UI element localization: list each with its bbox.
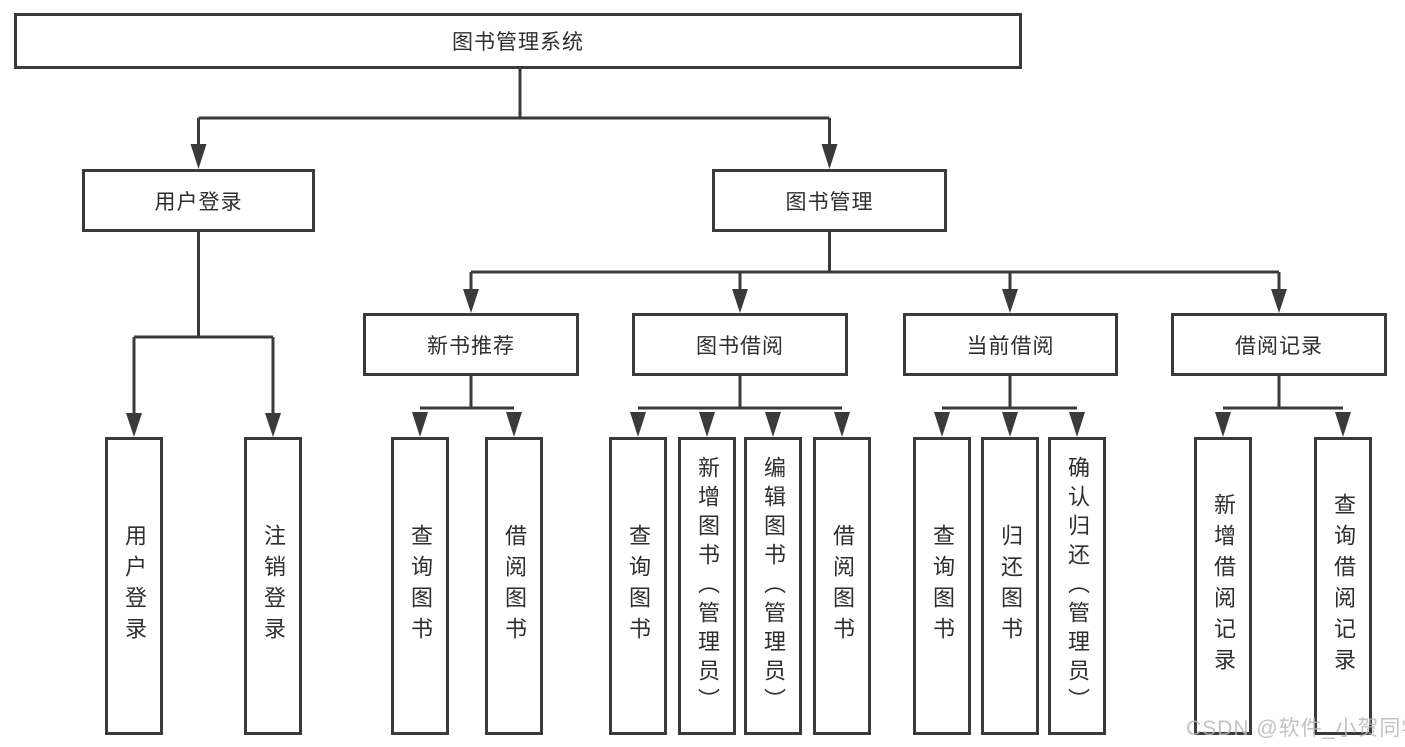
- leaf-query-book-recommend: 查询图书: [391, 437, 449, 735]
- node-label: 图书管理: [785, 190, 874, 214]
- node-label: 当前借阅: [966, 334, 1055, 358]
- leaf-return-book: 归还图书: [981, 437, 1039, 735]
- node-label: 查询图书: [408, 524, 433, 648]
- node-current-borrowing: 当前借阅: [903, 313, 1118, 376]
- node-label: 新书推荐: [427, 334, 515, 358]
- node-new-book-recommend: 新书推荐: [363, 313, 579, 376]
- leaf-query-book-borrowing: 查询图书: [609, 437, 667, 735]
- leaf-query-borrow-record: 查询借阅记录: [1314, 437, 1372, 735]
- node-label: 借阅记录: [1235, 334, 1323, 358]
- node-label: 图书借阅: [696, 334, 784, 358]
- node-label: 图书管理系统: [452, 31, 584, 54]
- leaf-confirm-return-admin: 确认归还（管理员）: [1048, 437, 1106, 735]
- node-label: 查询图书: [626, 524, 651, 648]
- leaf-borrow-book: 借阅图书: [813, 437, 871, 735]
- node-label: 借阅图书: [502, 524, 527, 648]
- leaf-add-book-admin: 新增图书（管理员）: [678, 437, 736, 735]
- leaf-borrow-book-recommend: 借阅图书: [485, 437, 543, 735]
- node-label: 借阅图书: [830, 524, 855, 648]
- node-user-login: 用户登录: [82, 169, 315, 232]
- arrowheads: [126, 144, 1351, 437]
- node-label: 新增借阅记录: [1211, 493, 1236, 679]
- node-book-borrowing: 图书借阅: [632, 313, 848, 376]
- node-book-management: 图书管理: [712, 169, 947, 232]
- csdn-watermark: CSDN @软件_小贺同学: [1186, 717, 1405, 740]
- node-label: 归还图书: [998, 524, 1023, 648]
- node-label: 查询借阅记录: [1331, 493, 1356, 679]
- node-borrow-records: 借阅记录: [1171, 313, 1387, 376]
- node-label: 编辑图书（管理员）: [761, 455, 786, 717]
- leaf-query-book-current: 查询图书: [913, 437, 971, 735]
- node-label: 新增图书（管理员）: [695, 455, 720, 717]
- leaf-edit-book-admin: 编辑图书（管理员）: [744, 437, 802, 735]
- node-label: 注销登录: [261, 524, 286, 648]
- node-label: 查询图书: [930, 524, 955, 648]
- node-root-system: 图书管理系统: [14, 13, 1022, 69]
- node-label: 用户登录: [122, 524, 147, 648]
- node-label: 确认归还（管理员）: [1065, 455, 1090, 717]
- leaf-add-borrow-record: 新增借阅记录: [1194, 437, 1252, 735]
- leaf-user-login: 用户登录: [105, 437, 163, 735]
- leaf-logout: 注销登录: [244, 437, 302, 735]
- node-label: 用户登录: [154, 190, 243, 214]
